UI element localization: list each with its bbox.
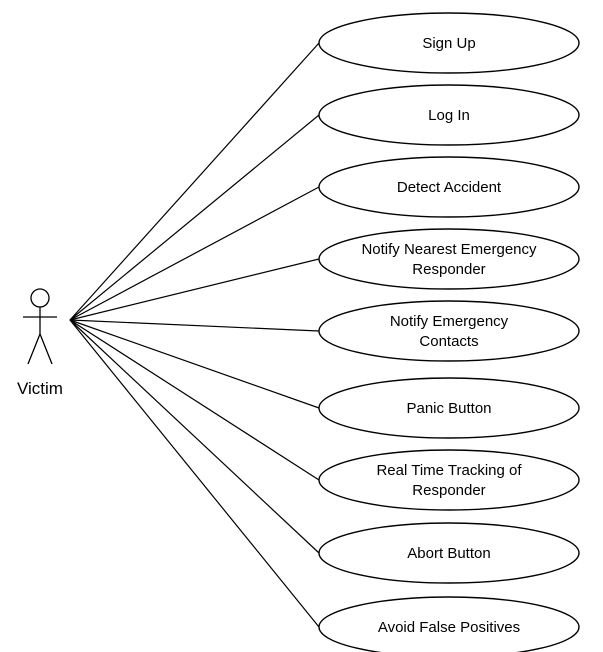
- use-case-ellipse: [318, 300, 580, 362]
- use-case-label: Real Time Tracking of: [376, 462, 522, 479]
- association-line: [69, 319, 320, 332]
- use-case-label: Responder: [412, 261, 485, 278]
- use-case-ellipse: [318, 449, 580, 511]
- use-case: Sign Up: [318, 12, 580, 74]
- use-case: Avoid False Positives: [318, 596, 580, 652]
- use-case-label: Panic Button: [406, 400, 491, 417]
- use-case-ellipse: [318, 156, 580, 218]
- association-line: [69, 319, 320, 554]
- use-case: Panic Button: [318, 377, 580, 439]
- actor-left-leg: [27, 333, 41, 365]
- actor-head: [30, 288, 50, 308]
- use-case-label: Contacts: [419, 333, 478, 350]
- use-case: Abort Button: [318, 522, 580, 584]
- association-line: [69, 186, 320, 321]
- use-case-ellipse: [318, 522, 580, 584]
- actor-right-leg: [39, 333, 53, 365]
- use-case: Real Time Tracking of Responder: [318, 449, 580, 511]
- association-lines: [69, 42, 320, 628]
- use-case-label: Sign Up: [422, 35, 475, 52]
- use-case-label: Responder: [412, 482, 485, 499]
- use-case-label: Abort Button: [407, 545, 490, 562]
- use-case-ellipse: [318, 377, 580, 439]
- association-line: [69, 42, 320, 321]
- use-case-label: Detect Accident: [397, 179, 502, 196]
- use-case-ellipse: [318, 12, 580, 74]
- use-case-label: Avoid False Positives: [378, 619, 520, 636]
- use-case-label: Log In: [428, 107, 470, 124]
- actor-label: Victim: [17, 379, 63, 398]
- use-case-label: Notify Emergency: [390, 313, 509, 330]
- use-case: Log In: [318, 84, 580, 146]
- association-line: [69, 114, 320, 321]
- association-line: [69, 319, 320, 409]
- association-line: [69, 319, 320, 481]
- use-case-ellipse: [318, 228, 580, 290]
- use-case-label: Notify Nearest Emergency: [361, 241, 537, 258]
- use-case-ellipse: [318, 596, 580, 652]
- use-case-ellipse: [318, 84, 580, 146]
- actor-victim: Victim: [17, 288, 63, 398]
- association-line: [69, 258, 320, 321]
- use-case: Detect Accident: [318, 156, 580, 218]
- association-line: [69, 319, 320, 628]
